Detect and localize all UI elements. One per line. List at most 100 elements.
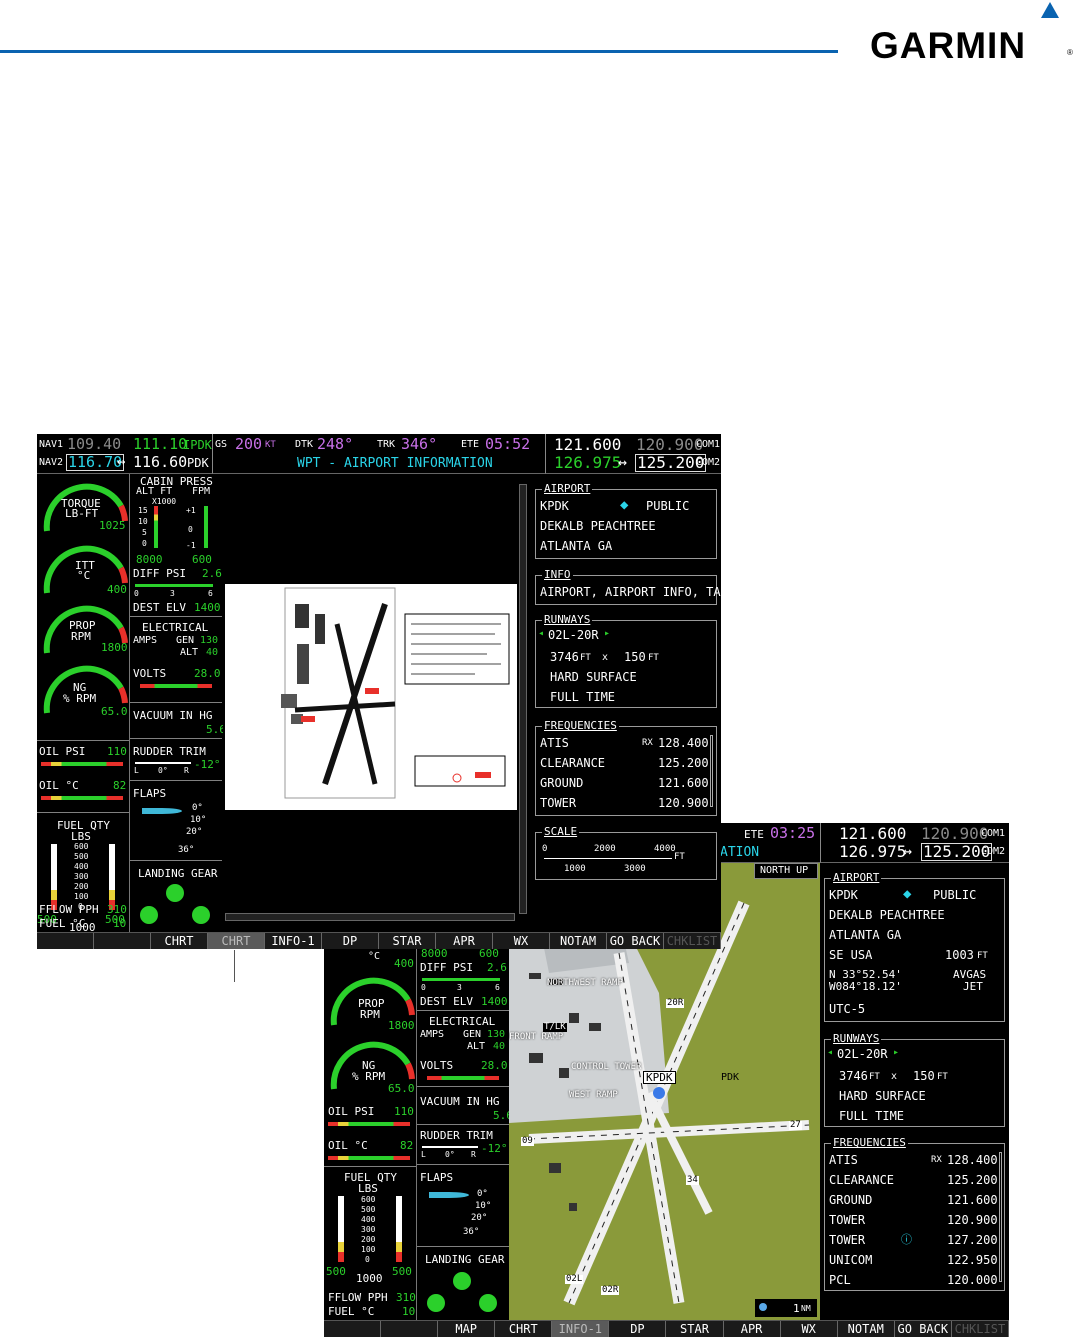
gs-value: 200 — [235, 435, 263, 453]
frequencies-scrollbar[interactable] — [710, 735, 713, 807]
softkey-wx[interactable]: WX — [781, 1321, 838, 1337]
frequency-name: CLEARANCE — [829, 1173, 895, 1187]
trk-value: 346° — [401, 435, 438, 453]
softkey-chrt[interactable]: CHRT — [495, 1321, 553, 1337]
softkey-dp[interactable]: DP — [609, 1321, 667, 1337]
swap-icon[interactable]: ↔ — [903, 842, 913, 860]
softkey-wx[interactable]: WX — [493, 933, 550, 949]
softkey-chklist[interactable]: CHKLIST — [952, 1321, 1009, 1337]
chart-view[interactable] — [223, 474, 531, 923]
runways-title: RUNWAYS — [831, 1032, 882, 1046]
airport-name: DEKALB PEACHTREE — [540, 519, 656, 533]
softkey-chrt[interactable]: CHRT — [208, 933, 265, 949]
airport-id[interactable]: KPDK — [829, 888, 858, 902]
nav1-active[interactable]: 111.10 — [133, 435, 188, 453]
runway-prev-icon[interactable]: ◂ — [827, 1047, 834, 1058]
com1-active[interactable]: 121.600 — [839, 824, 907, 843]
left-gear-icon — [427, 1294, 445, 1312]
softkey-notam[interactable]: NOTAM — [550, 933, 607, 949]
com2-active[interactable]: 126.975 — [554, 453, 622, 472]
softkey-info-1[interactable]: INFO-1 — [265, 933, 322, 949]
info-value[interactable]: AIRPORT, AIRPORT INFO, TAK — [540, 585, 721, 599]
com2-standby[interactable]: 125.200 — [635, 453, 707, 472]
scale-unit: NM — [801, 1304, 811, 1313]
softkey-dp[interactable]: DP — [322, 933, 379, 949]
cabin-alt-tick: 10 — [138, 517, 148, 526]
frequency-value: 120.900 — [947, 1213, 998, 1227]
softkey-apr[interactable]: APR — [436, 933, 493, 949]
com2-active[interactable]: 126.975 — [839, 842, 907, 861]
flaps-36: 36° — [178, 845, 195, 855]
softkey-go-back[interactable]: GO BACK — [895, 1321, 952, 1337]
com2-standby[interactable]: 125.200 — [921, 842, 993, 861]
airport-id[interactable]: KPDK — [540, 499, 569, 513]
runway-id[interactable]: 02L-20R — [837, 1047, 888, 1061]
softkey-1[interactable] — [324, 1321, 382, 1337]
nav2-standby[interactable]: 116.70 — [66, 453, 125, 471]
softkey-star[interactable]: STAR — [379, 933, 436, 949]
com1-active[interactable]: 121.600 — [554, 435, 622, 454]
fuel-qty-unit: LBS — [71, 830, 91, 843]
runway-prev-icon[interactable]: ◂ — [538, 628, 545, 639]
softkey-map[interactable]: MAP — [438, 1321, 496, 1337]
orientation-badge[interactable]: NORTH UP — [754, 863, 818, 879]
softkey-info-1[interactable]: INFO-1 — [552, 1321, 610, 1337]
info-icon[interactable]: ⓘ — [901, 1233, 912, 1246]
runway-id[interactable]: 02L-20R — [548, 628, 599, 642]
runway-x: x — [891, 1071, 898, 1082]
softkey-go-back[interactable]: GO BACK — [607, 933, 664, 949]
flaps-20: 20° — [471, 1213, 488, 1223]
cabin-fpm-tick: -1 — [186, 541, 196, 550]
chart-scrollbar-vertical[interactable] — [519, 484, 527, 914]
softkey-notam[interactable]: NOTAM — [838, 1321, 895, 1337]
softkey-2[interactable] — [381, 1321, 439, 1337]
volts-bar — [140, 684, 212, 688]
nav2-ident: PDK — [187, 456, 209, 470]
oil-psi-label: OIL PSI — [328, 1105, 375, 1118]
callout-line — [234, 950, 235, 982]
nav-swap-icon[interactable]: ↔ — [117, 454, 126, 470]
zoom-icon — [759, 1303, 767, 1311]
oil-temp-label: OIL °C — [328, 1139, 368, 1152]
softkey-chrt-opt[interactable]: CHRT OPT — [151, 933, 208, 949]
label-kpdk[interactable]: KPDK — [643, 1071, 676, 1084]
gen-label: GEN — [463, 1029, 482, 1040]
eis-column-engine: °C 400 PROP RPM 1800 NG % RPM 65.0 OIL P… — [324, 951, 416, 1318]
softkey-1[interactable] — [37, 933, 94, 949]
nav2-active[interactable]: 116.60 — [133, 453, 188, 471]
com-box: 121.600 120.900 COM1 126.975 ↔ 125.200 C… — [545, 434, 721, 474]
electrical-title: ELECTRICAL — [429, 1015, 496, 1028]
com1-standby[interactable]: 120.900 — [921, 824, 989, 843]
oil-temp-value: 82 — [113, 779, 127, 792]
com1-standby[interactable]: 120.900 — [636, 435, 704, 454]
rudder-trim-scale — [135, 762, 191, 764]
softkey-star[interactable]: STAR — [666, 1321, 724, 1337]
frequencies-scrollbar[interactable] — [999, 1152, 1002, 1282]
softkey-2[interactable] — [94, 933, 151, 949]
softkey-chklist[interactable]: CHKLIST — [664, 933, 721, 949]
dtk-value: 248° — [317, 435, 354, 453]
runways-title: RUNWAYS — [542, 613, 593, 627]
nav1-standby[interactable]: 109.40 — [67, 435, 122, 453]
oil-psi-bar — [41, 762, 123, 766]
chart-scrollbar-horizontal[interactable] — [225, 913, 515, 921]
softkey-apr[interactable]: APR — [724, 1321, 781, 1337]
com-swap-icon[interactable]: ↔ — [618, 453, 628, 471]
nose-gear-icon — [166, 884, 184, 902]
ete-value: 05:52 — [485, 435, 531, 453]
runway-next-icon[interactable]: ▸ — [893, 1047, 900, 1058]
runway-next-icon[interactable]: ▸ — [604, 628, 611, 639]
fuel-right-bar — [396, 1196, 402, 1262]
ng-unit: % RPM — [352, 1070, 386, 1083]
